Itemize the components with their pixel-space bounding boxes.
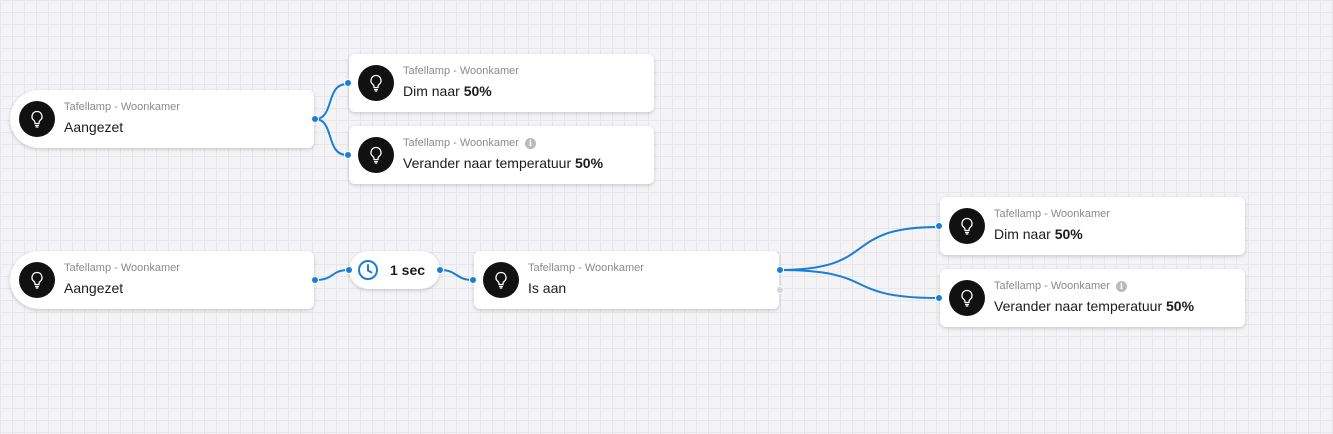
flow2-trigger-card[interactable]: Tafellamp - Woonkamer Aangezet [10,251,319,309]
true-output-port[interactable] [776,266,784,274]
wire-flow2-condition-to-temperature [779,269,939,299]
device-name: Tafellamp - Woonkamer [994,208,1110,220]
trigger-label: Aangezet [64,119,124,135]
info-icon[interactable]: i [524,137,536,149]
delay-label: 1 sec [390,262,426,278]
flow1-trigger-card[interactable]: Tafellamp - Woonkamer Aangezet [10,90,319,148]
flow1-action-dim-card[interactable]: Tafellamp - Woonkamer Dim naar 50% [344,54,654,112]
input-port[interactable] [469,276,477,284]
wire-flow1-to-dim [314,83,348,120]
output-port[interactable] [311,115,319,123]
action-label: Dim naar 50% [994,226,1083,242]
device-name: Tafellamp - Woonkamer [403,65,519,77]
action-label: Verander naar temperatuur 50% [403,155,604,171]
delay-node[interactable]: 1 sec [345,251,444,289]
input-port[interactable] [344,79,352,87]
device-name: Tafellamp - Woonkamer [64,101,180,113]
lightbulb-icon [483,262,519,298]
output-port[interactable] [436,266,444,274]
clock-icon [358,260,378,280]
wire-flow2-trigger-to-delay [314,269,350,281]
input-port[interactable] [344,151,352,159]
action-label: Dim naar 50% [403,83,492,99]
trigger-label: Aangezet [64,280,124,296]
info-icon[interactable]: i [1115,280,1127,292]
condition-label: Is aan [528,280,567,296]
wire-flow1-to-temperature [314,118,348,156]
action-value: 50% [1166,298,1195,314]
action-value: 50% [463,83,492,99]
lightbulb-icon [358,137,394,173]
flow2-condition-card[interactable]: Tafellamp - Woonkamer Is aan [469,251,784,309]
false-output-port[interactable] [776,286,784,294]
wire-flow2-condition-to-dim [779,226,939,271]
input-port[interactable] [935,222,943,230]
action-value: 50% [1054,226,1083,242]
lightbulb-icon [19,262,55,298]
input-port[interactable] [345,266,353,274]
device-name: Tafellamp - Woonkamer [528,262,644,274]
lightbulb-icon [19,101,55,137]
lightbulb-icon [358,65,394,101]
lightbulb-icon [949,208,985,244]
output-port[interactable] [311,276,319,284]
flow2-action-dim-card[interactable]: Tafellamp - Woonkamer Dim naar 50% [935,197,1245,255]
input-port[interactable] [935,294,943,302]
action-value: 50% [575,155,604,171]
action-label: Verander naar temperatuur 50% [994,298,1195,314]
device-name: Tafellamp - Woonkamer [64,262,180,274]
lightbulb-icon [949,280,985,316]
